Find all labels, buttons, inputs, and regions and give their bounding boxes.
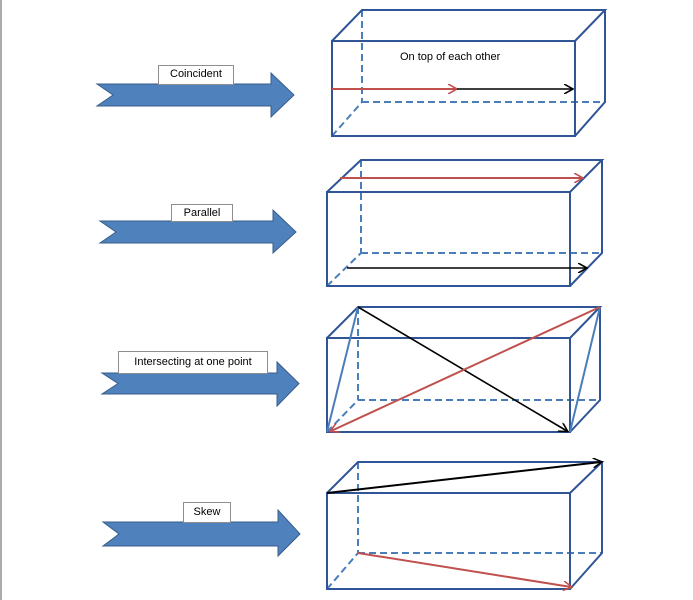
label-coincident: Coincident [158,65,234,85]
box-hidden-edge [326,252,362,287]
page-left-border [0,0,2,600]
notched-block-arrow [95,71,295,119]
notched-block-arrow [98,208,297,255]
note-on-top-of-each-other: On top of each other [400,51,501,63]
notched-block-arrow [101,508,301,558]
box-top-face [326,461,605,494]
plane-diagonal-right [569,306,601,433]
box-coincident [331,9,608,137]
label-skew: Skew [183,502,231,523]
box-side-face [569,160,603,287]
red-line-arrow [331,306,601,431]
box-side-face [569,307,601,433]
box-hidden-edge [326,552,359,590]
box-front-face [326,191,571,287]
box-parallel [326,159,605,287]
red-line-arrow [357,552,571,587]
label-intersecting: Intersecting at one point [118,351,268,374]
box-side-face [569,462,603,590]
box-skew [326,461,605,590]
box-hidden-edge [326,399,359,433]
box-top-face [326,306,603,339]
plane-diagonal-left [326,306,359,433]
box-intersecting [326,306,603,433]
box-top-face [326,159,605,193]
black-line-arrow [326,462,601,494]
box-front-face [326,337,571,433]
box-hidden-edge [331,101,363,137]
black-line-arrow [357,306,567,431]
box-top-face [331,9,608,42]
box-front-face [326,492,571,590]
box-side-face [574,10,606,137]
label-parallel: Parallel [171,204,233,222]
